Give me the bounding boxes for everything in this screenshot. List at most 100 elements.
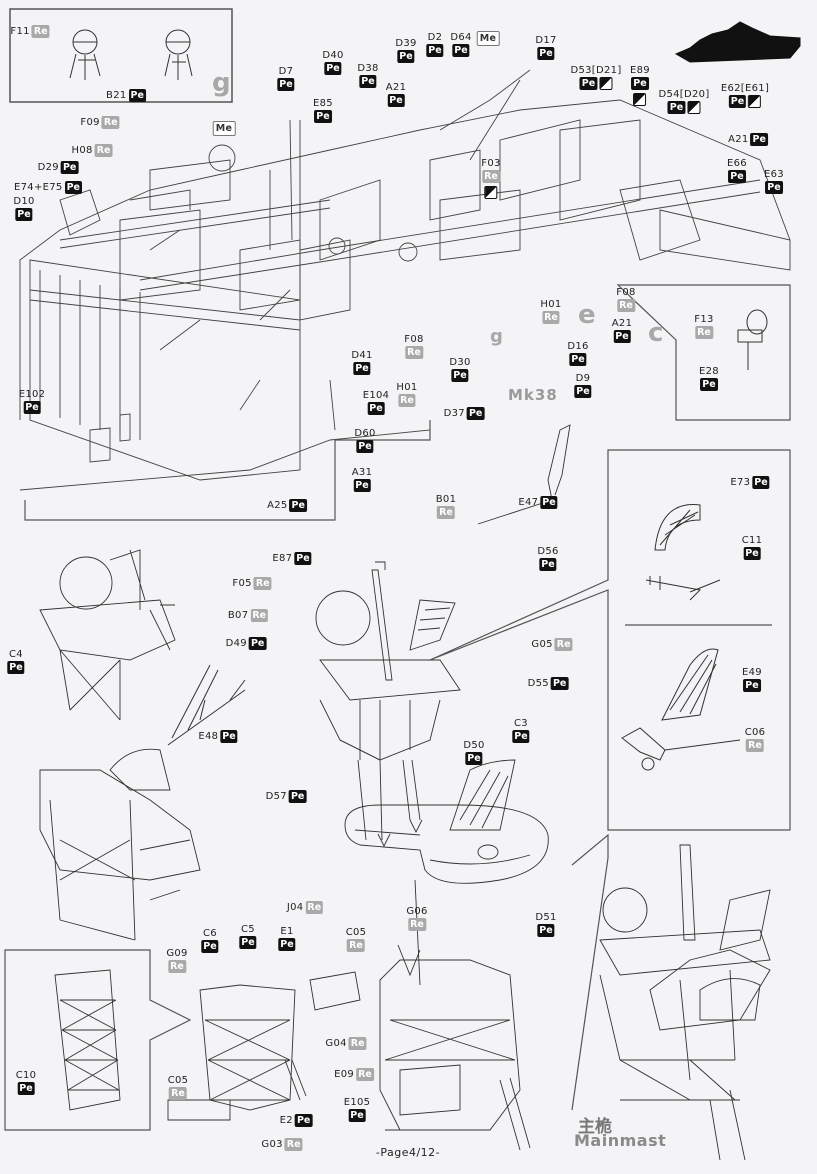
part-code: D56 [537,546,559,557]
part-code: E105 [343,1097,371,1108]
part-code: D29 [37,161,59,173]
part-code: Me [212,121,236,136]
part-code: A21 [385,82,407,93]
part-code: D10 [13,196,35,207]
inset-box-c [616,284,791,421]
material-badge: Pe [64,181,82,194]
part-code: F05 [232,577,252,589]
central-mast-drawing [315,561,461,848]
part-code: B01 [435,494,457,505]
material-badge: Re [695,326,713,339]
material-badge: Re [284,1138,303,1151]
e48-frame-drawing [167,664,246,746]
part-code: G04 [325,1037,347,1049]
material-badge: Pe [353,479,371,492]
page-number: -Page4/12- [375,1146,441,1159]
material-badge: Pe [17,1082,35,1095]
material-badge: Re [398,394,416,407]
part-code: D64 [450,32,472,43]
material-badge: Pe [15,208,33,221]
material-badge: Re [408,918,426,931]
part-code: E63 [764,169,784,180]
material-badge: Pe [667,101,686,114]
part-code: D7 [278,66,294,77]
material-badge: Pe [239,936,257,949]
part-code: A21 [728,133,749,145]
part-code: J04 [286,901,304,913]
material-badge: Pe [550,677,569,690]
part-code: B07 [227,609,249,621]
tower-assembled-drawing [379,959,531,1151]
material-badge: Pe [465,752,483,765]
material-badge: Pe [540,496,558,509]
material-badge: Re [405,346,423,359]
callout-me2: Me [476,30,500,46]
part-code: D57 [265,790,287,802]
part-e49-drawing [621,648,741,771]
material-badge: Re [482,170,500,183]
part-code: F03 [481,158,501,169]
part-code: F09 [80,116,100,128]
superstructure-drawing [19,69,791,491]
part-code: Me [476,31,500,46]
part-code: F11 [10,25,30,37]
part-code: C3 [514,718,528,729]
material-badge: Pe [367,402,385,415]
part-code: A25 [267,499,288,511]
c10-tower-drawing [54,969,121,1111]
part-code: D16 [567,341,589,352]
diagram-letter-g2: g [490,326,503,347]
part-code: D54[D20] [658,89,710,100]
material-badge: Re [94,144,113,157]
material-badge: Re [253,577,272,590]
material-badge: Pe [7,661,25,674]
material-badge: Pe [574,385,592,398]
section-title-en: Mainmast [574,1131,667,1150]
part-code: C06 [744,727,766,738]
part-code: C4 [9,649,23,660]
material-badge: Re [437,506,455,519]
part-code: E09 [334,1068,355,1080]
material-badge: Pe [537,47,555,60]
part-code: G05 [531,638,553,650]
part-code: D39 [395,38,417,49]
material-badge: Re [746,739,764,752]
part-code: D50 [463,740,485,751]
half-etch-icon [748,95,762,108]
material-badge: Pe [128,89,146,102]
material-badge: Pe [743,547,761,560]
part-code: E28 [699,366,719,377]
